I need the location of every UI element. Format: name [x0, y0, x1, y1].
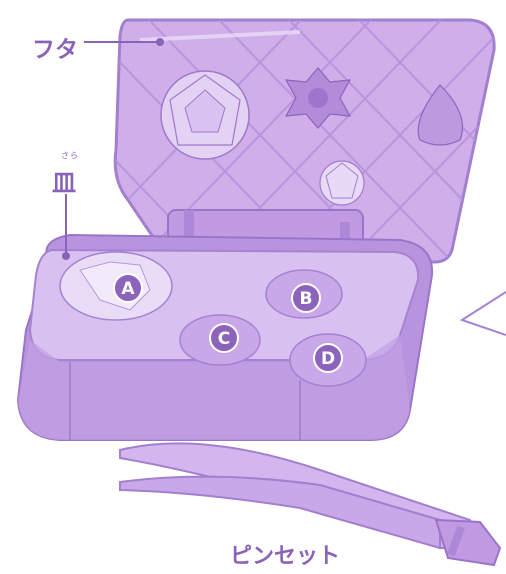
svg-text:A: A [121, 279, 135, 299]
label-tweezers: ピンセット [230, 538, 340, 570]
svg-text:B: B [300, 289, 313, 309]
label-dish-reading: さら [61, 150, 79, 161]
marker-c: C [210, 324, 238, 352]
svg-text:C: C [218, 329, 230, 349]
gem-round-icon [161, 71, 249, 159]
label-lid: フタ [32, 30, 78, 64]
label-dish: 皿 [52, 163, 76, 198]
svg-text:D: D [321, 349, 335, 369]
marker-d: D [314, 344, 342, 372]
marker-a: A [114, 274, 142, 302]
marker-b: B [292, 284, 320, 312]
gem-cluster-icon [320, 161, 364, 205]
cropped-object [462, 292, 506, 335]
